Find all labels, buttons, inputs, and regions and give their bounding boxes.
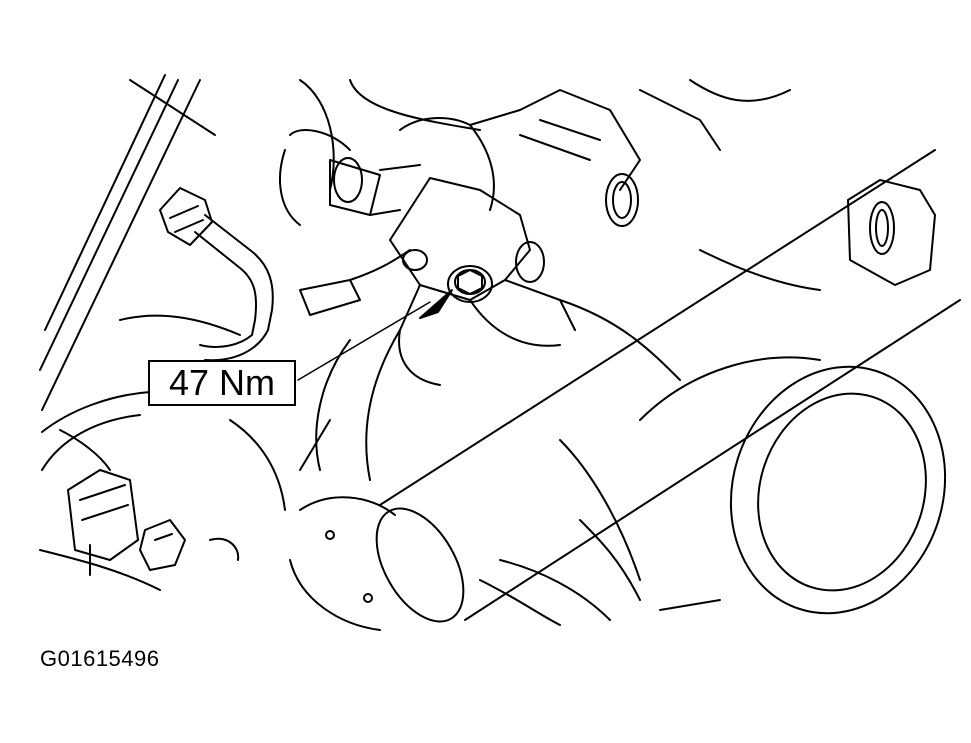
engine-body-lines	[229, 249, 821, 601]
upper-components	[279, 79, 791, 316]
figure-id: G01615496	[40, 646, 160, 671]
torque-value-text: 47 Nm	[168, 362, 276, 403]
callout-leader	[297, 289, 453, 381]
lower-flange	[289, 439, 641, 631]
housing-flange	[389, 173, 639, 386]
coolant-pipe	[375, 149, 961, 623]
large-outlet	[639, 356, 947, 615]
torque-callout-label: 47 Nm	[148, 360, 296, 406]
fuel-line-fitting	[119, 187, 274, 362]
background-frame-lines	[39, 74, 481, 471]
torque-bolt	[447, 265, 493, 303]
lower-left-connector	[39, 429, 240, 591]
